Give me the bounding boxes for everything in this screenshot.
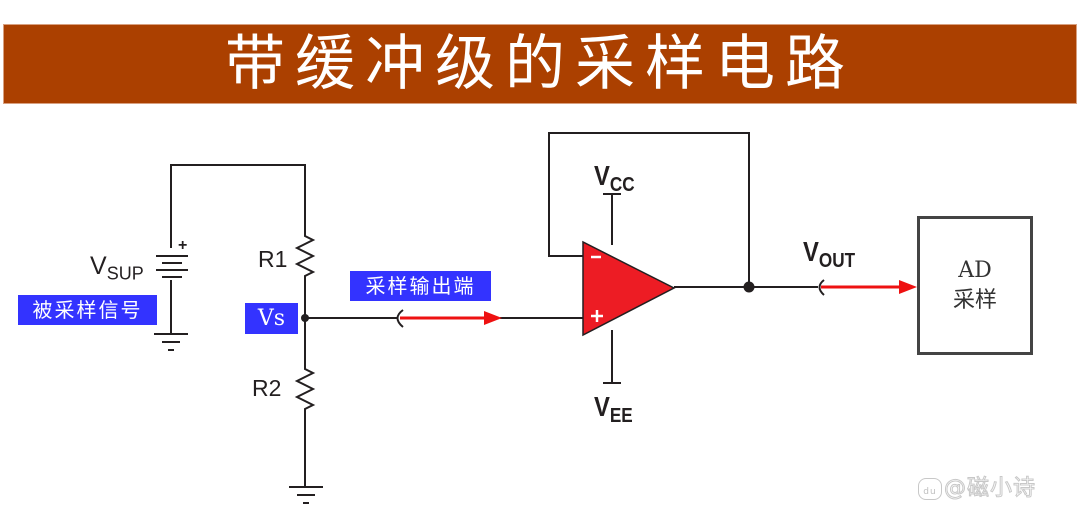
wire-break-mark-2 [818, 279, 825, 296]
junction-vs [301, 314, 309, 322]
wire-break-mark-1 [396, 309, 404, 328]
watermark-text: @磁小诗 [943, 476, 1037, 502]
tag-sample-output: 采样输出端 [350, 271, 491, 301]
label-vout: VOUT [803, 236, 856, 273]
signal-arrow-2 [821, 280, 917, 294]
ground-symbol-left [154, 333, 188, 351]
label-vee: VEE [594, 391, 633, 428]
ad-label: AD [958, 257, 992, 283]
resistor-r2 [294, 365, 316, 418]
ad-sampling-block: AD 采样 [917, 216, 1033, 355]
battery-symbol [156, 255, 188, 278]
ad-sampling-label: 采样 [952, 287, 997, 313]
junction-vout [743, 281, 755, 293]
ground-symbol-bottom [289, 486, 323, 504]
watermark: du@磁小诗 [918, 470, 1036, 502]
label-vcc: VCC [594, 160, 635, 197]
tag-sampled-signal: 被采样信号 [18, 295, 157, 325]
label-r2: R2 [252, 375, 282, 401]
label-r1: R1 [258, 246, 288, 272]
baidu-paw-icon: du [918, 478, 942, 500]
page-title: 带缓冲级的采样电路 [225, 29, 855, 99]
wire-feedback [548, 132, 750, 287]
tag-vs: Vs [245, 303, 298, 334]
title-banner: 带缓冲级的采样电路 [3, 24, 1077, 104]
opamp-triangle [582, 240, 676, 337]
wire-supply-top [170, 164, 306, 248]
label-vsup: VSUP [90, 252, 144, 284]
label-vsup-plus: + [178, 237, 188, 254]
opamp-plus-sign [591, 310, 603, 322]
resistor-r1 [294, 232, 316, 283]
signal-arrow-1 [400, 311, 502, 325]
